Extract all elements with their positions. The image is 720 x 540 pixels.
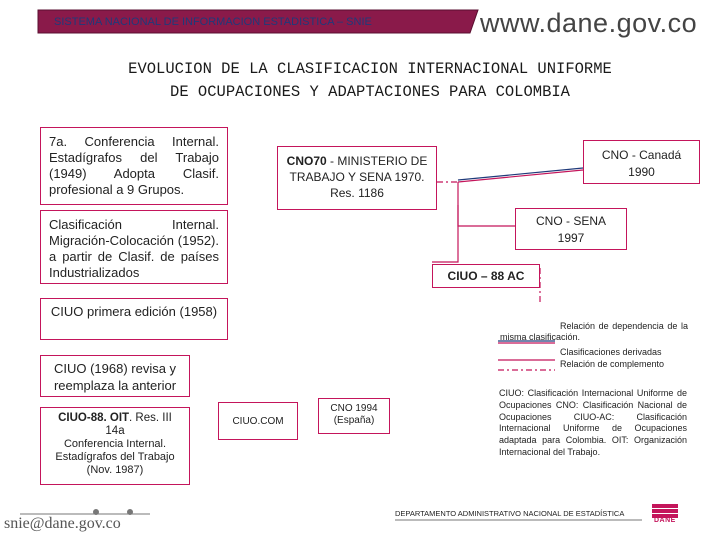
header-bar (37, 9, 479, 34)
header-system-label: SISTEMA NACIONAL DE INFORMACION ESTADIST… (54, 16, 372, 28)
box-ciuo-88-res: . Res. III 14a (105, 412, 172, 437)
page-title-line2: DE OCUPACIONES Y ADAPTACIONES PARA COLOM… (170, 83, 570, 101)
box-ciuo-88-sub: Conferencia Internal. Estadígrafos del T… (55, 438, 175, 476)
box-ciuo-1958: CIUO primera edición (1958) (40, 298, 228, 340)
legend-dependencia-text: Relación de dependencia de la misma clas… (500, 321, 688, 342)
box-cno-1994-text: CNO 1994 (España) (330, 403, 378, 426)
footer-email[interactable]: snie@dane.gov.co (4, 515, 121, 532)
footer-department: DEPARTAMENTO ADMINISTRATIVO NACIONAL DE … (395, 509, 625, 518)
header-website[interactable]: www.dane.gov.co (480, 8, 698, 38)
box-cno70-rest: - MINISTERIO DE TRABAJO Y SENA 1970. Res… (289, 154, 428, 200)
box-clasif-1952: Clasificación Internal. Migración-Coloca… (40, 210, 228, 284)
glossary: CIUO: Clasificación Internacional Unifor… (499, 388, 687, 459)
box-ciuo-1958-text: CIUO primera edición (1958) (50, 304, 218, 319)
box-cno-canada: CNO - Canadá 1990 (583, 140, 700, 184)
box-ciuo-1968: CIUO (1968) revisa y reemplaza la anteri… (40, 355, 190, 397)
legend-dependencia: Relación de dependencia de la misma clas… (500, 321, 688, 343)
box-clasif-1952-text: Clasificación Internal. Migración-Coloca… (49, 217, 219, 280)
box-cno-canada-text: CNO - Canadá 1990 (601, 148, 682, 179)
box-ciuo-88-title: CIUO-88. OIT. Res. III 14a (47, 412, 183, 438)
dane-logo-text: DANE (654, 517, 676, 524)
box-conferencia-1949-text: 7a. Conferencia Internal. Estadígrafos d… (49, 134, 219, 197)
box-ciuo-88ac-text: CIUO – 88 AC (447, 269, 525, 283)
box-ciuo-com-text: CIUO.COM (232, 416, 284, 427)
box-cno-1994: CNO 1994 (España) (318, 398, 390, 434)
box-ciuo-88ac: CIUO – 88 AC (432, 264, 540, 288)
box-cno70-bold: CNO70 (286, 154, 327, 168)
box-cno70: CNO70 - MINISTERIO DE TRABAJO Y SENA 197… (277, 146, 437, 210)
box-ciuo-1968-text: CIUO (1968) revisa y reemplaza la anteri… (53, 361, 177, 393)
page-title: EVOLUCION DE LA CLASIFICACION INTERNACIO… (0, 58, 720, 104)
box-ciuo-88-bold: CIUO-88. OIT (58, 412, 130, 424)
glossary-text: CIUO: Clasificación Internacional Unifor… (499, 388, 687, 457)
dane-logo: DANE (650, 503, 680, 525)
box-cno-sena: CNO - SENA 1997 (515, 208, 627, 250)
box-cno-sena-text: CNO - SENA 1997 (535, 214, 606, 245)
box-conferencia-1949: 7a. Conferencia Internal. Estadígrafos d… (40, 127, 228, 205)
legend-derivadas: Clasificaciones derivadas (560, 347, 662, 357)
page-title-line1: EVOLUCION DE LA CLASIFICACION INTERNACIO… (128, 60, 612, 78)
box-ciuo-88: CIUO-88. OIT. Res. III 14a Conferencia I… (40, 407, 190, 485)
box-ciuo-com: CIUO.COM (218, 402, 298, 440)
dane-logo-icon (652, 504, 678, 518)
legend-complemento: Relación de complemento (560, 359, 665, 369)
